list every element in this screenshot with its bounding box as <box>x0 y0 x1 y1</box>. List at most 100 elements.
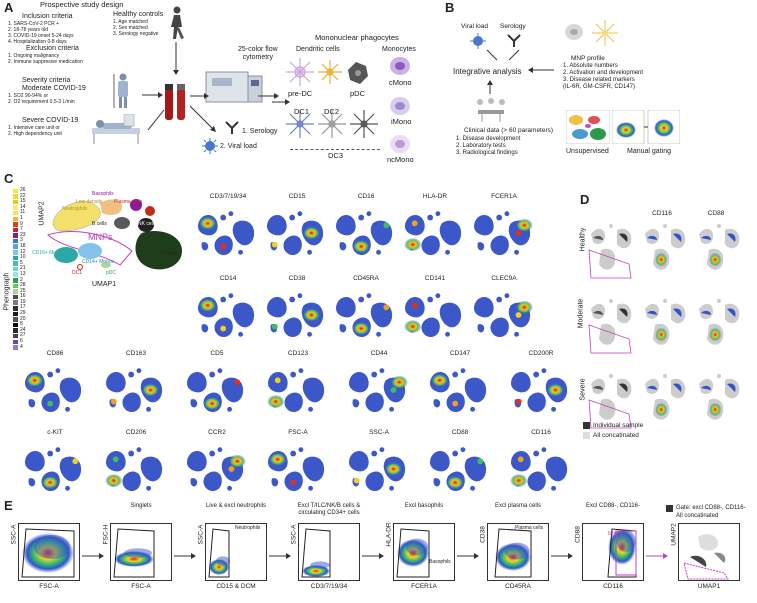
cmono-label: cMono <box>389 78 412 87</box>
phenograph-legend-swatch <box>13 339 18 345</box>
marker-title: SSC-A <box>369 429 389 436</box>
b-viral-label: Viral load <box>461 23 488 30</box>
marker-title: c-KIT <box>47 429 63 436</box>
mnp-profile-item: 3. Disease related markers <box>563 77 635 83</box>
phenograph-legend-item: 7 <box>13 227 37 233</box>
marker-title: CD45RA <box>353 275 379 282</box>
phenograph-legend-number: 7 <box>20 226 23 233</box>
marker-title: CD38 <box>288 275 306 282</box>
severity-umap-plot <box>695 370 745 432</box>
phenograph-legend-number: 27 <box>20 332 26 339</box>
phenograph-legend-number: 11 <box>20 209 26 216</box>
marker-title: CD123 <box>287 350 309 357</box>
gate-inner-label: MNPs <box>608 531 622 537</box>
clinical-data-title: Clinical data (> 60 parameters) <box>464 127 554 134</box>
gate-y-axis-label: CD38 <box>479 526 487 543</box>
severity-umap-plot <box>695 220 745 282</box>
phenograph-legend-number: 8 <box>20 321 23 328</box>
phenograph-legend-item: 18 <box>13 242 37 250</box>
legend-individual-label: Individual sample <box>593 422 644 429</box>
gate-y-axis-label: FSC-H <box>102 524 110 545</box>
gate-title: Singlets <box>130 503 152 509</box>
phenograph-legend-item: 5 <box>13 259 37 267</box>
phenograph-legend-swatch <box>13 210 18 216</box>
unsupervised-label: Unsupervised <box>566 148 609 155</box>
gate-title: Live & excl neutrophils <box>205 503 267 509</box>
severe-list: 1. Intensive care unit or 2. High depend… <box>8 125 62 137</box>
inclusion-title: Inclusion criteria <box>22 13 73 20</box>
cluster-mnps-label: MNPs <box>88 232 113 242</box>
phenograph-legend-number: 9 <box>20 220 23 227</box>
cluster-cd16-monos-label: CD16+ Monos <box>32 250 65 256</box>
gate-x-axis-label: FSC-A <box>131 583 151 590</box>
hospital-bed-icon <box>92 114 140 144</box>
phenograph-legend-item: 29 <box>13 310 37 317</box>
phenograph-legend-item: 25 <box>13 288 37 295</box>
phenograph-label: Phenograph <box>3 272 11 311</box>
phenograph-legend-item: 22 <box>13 193 37 200</box>
marker-title: HLA-DR <box>422 193 448 200</box>
mnp-profile-list: 1. Absolute numbers 2. Activation and de… <box>563 63 643 91</box>
phenograph-legend-number: 19 <box>20 298 26 305</box>
marker-title: CD206 <box>125 429 147 436</box>
marker-umap-plot <box>263 440 333 500</box>
virus-icon <box>470 33 486 49</box>
phenograph-legend-swatch <box>13 345 18 350</box>
mnp-title: Mononuclear phagocytes <box>315 33 399 42</box>
dc3-divider <box>290 149 380 150</box>
marker-umap-plot <box>101 361 171 421</box>
cluster-nk-cells-label: NK cells <box>138 221 157 227</box>
inclusion-item: 1. SARS-CoV-2 PCR + <box>8 21 59 27</box>
panel-label-d: D <box>580 192 590 207</box>
phenograph-legend-number: 15 <box>20 198 26 205</box>
gate-y-axis-label: UMAP2 <box>670 523 678 546</box>
cluster-plasma-cells-label: Plasma cells <box>114 199 143 205</box>
mnp-profile-item: 1. Absolute numbers <box>563 63 618 69</box>
phenograph-legend-number: 16 <box>20 293 26 300</box>
mnp-cell-illustrations <box>286 58 378 138</box>
phenograph-legend-item: 8 <box>13 322 37 328</box>
dc3-label: DC3 <box>328 151 344 160</box>
panel-label-c: C <box>4 171 14 186</box>
phenograph-legend-swatch <box>13 278 18 283</box>
gate-inner-label: Plasma cells <box>515 525 544 531</box>
mnp-profile-item: (IL-6R, GM-CSFR, CD147) <box>563 84 636 90</box>
severity-umap-plot <box>587 220 637 282</box>
gate-y-axis-label: SSC-A <box>197 524 205 545</box>
gate-title: Excl CD88-, CD116- <box>586 503 640 509</box>
dc2-label: DC2 <box>324 107 340 116</box>
phenograph-legend-swatch <box>13 233 18 238</box>
cluster-b-cells-label: B cells <box>92 221 107 227</box>
severity-list: 1. SO2 90-94% or 2. O2 requirement 0.5-3… <box>8 93 75 105</box>
gate-density-plot <box>393 523 455 581</box>
healthy-list: 1. Age matched 2. Sex matched 3. Serolog… <box>113 19 159 37</box>
phenograph-legend-swatch <box>13 333 18 339</box>
phenograph-legend-number: 18 <box>20 242 26 249</box>
gate-arrow <box>269 553 291 559</box>
phenograph-legend-swatch <box>13 272 18 277</box>
phenograph-legend-number: 23 <box>20 231 26 238</box>
phenograph-legend-swatch <box>13 188 18 194</box>
phenograph-legend-item: 9 <box>13 220 37 228</box>
severe-item: 1. Intensive care unit or <box>8 125 60 131</box>
blood-tubes-icon <box>165 84 185 120</box>
umap2-axis-label: UMAP2 <box>38 201 46 226</box>
phenograph-legend-number: 21 <box>20 265 26 272</box>
phenograph-legend-item: 14 <box>13 204 37 211</box>
mnp-profile-item: 2. Activation and development <box>563 70 644 76</box>
marker-umap-plot <box>469 286 539 346</box>
healthy-title: Healthy controls <box>113 11 164 18</box>
meeting-table-icon <box>477 98 505 122</box>
clinical-item: 2. Laboratory tests <box>456 143 506 149</box>
phenograph-legend-item: 6 <box>13 338 37 345</box>
inclusion-list: 1. SARS-CoV-2 PCR + 2. 18-78 years old 3… <box>8 21 74 45</box>
cytometer-icon <box>205 71 263 103</box>
marker-umap-plot <box>262 286 332 346</box>
marker-title: CD88 <box>451 429 469 436</box>
dc3-cell-icon <box>350 110 378 138</box>
healthy-item: 3. Serology negative <box>113 31 159 37</box>
cluster-t-cells-label: T cells <box>162 251 177 257</box>
phenograph-legend-number: 5 <box>20 259 23 266</box>
d-row-severe: Severe <box>579 378 587 401</box>
phenograph-legend-swatch <box>13 199 18 205</box>
